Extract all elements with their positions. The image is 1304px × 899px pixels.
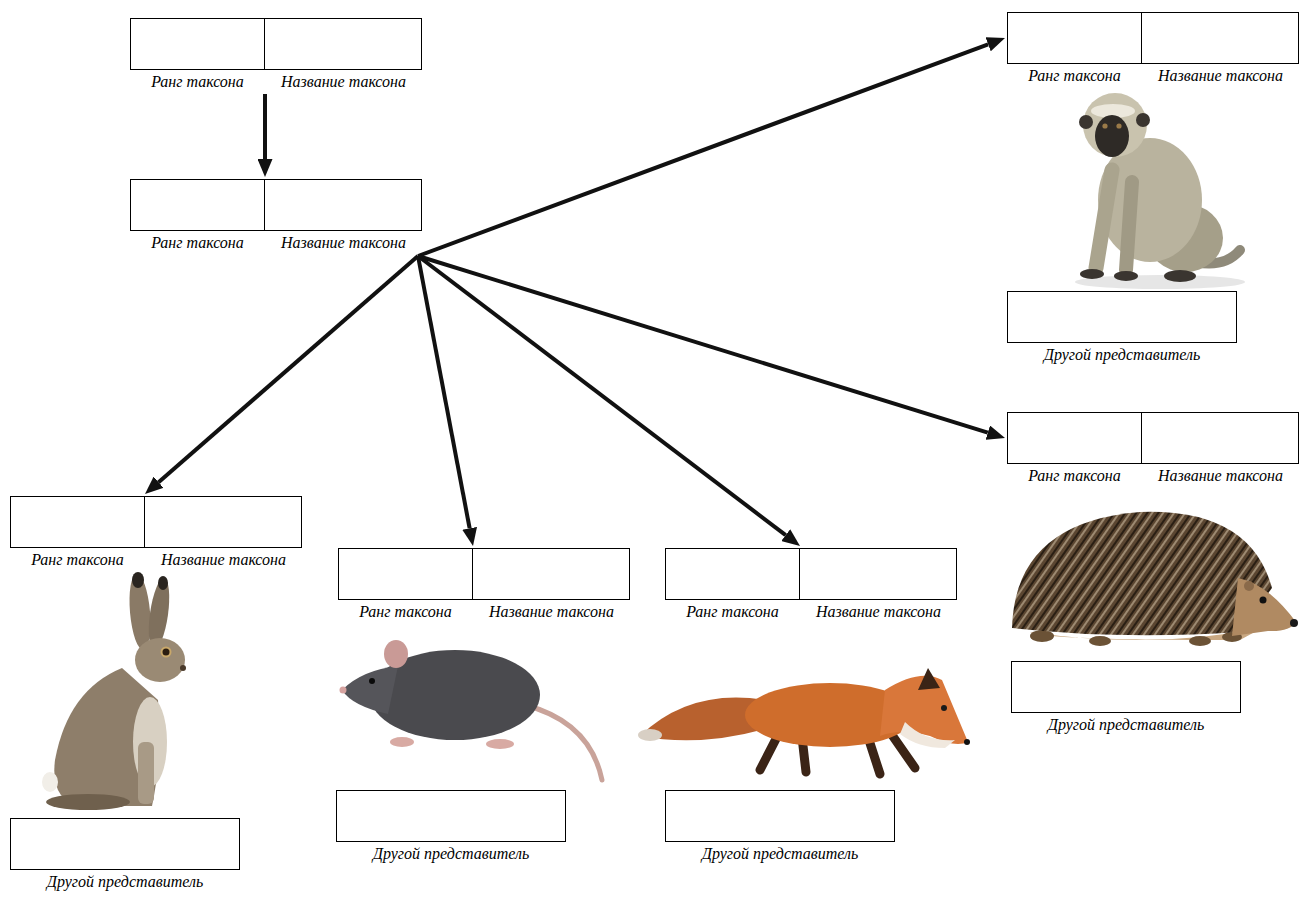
field-caption: Другой представитель — [1011, 716, 1241, 734]
field-caption: Ранг таксона — [130, 234, 265, 252]
field-caption: Название таксона — [265, 73, 422, 91]
arrow-connector — [418, 256, 470, 528]
answer-cell — [265, 179, 422, 231]
field-caption: Ранг таксона — [130, 73, 265, 91]
field-caption: Ранг таксона — [1007, 467, 1142, 485]
answer-cell — [10, 496, 145, 548]
answer-cell — [145, 496, 302, 548]
answer-cell — [665, 790, 895, 842]
answer-cell — [265, 18, 422, 70]
box-column: Название таксона — [265, 18, 422, 91]
answer-cell — [1007, 412, 1142, 464]
field-caption: Ранг таксона — [665, 603, 800, 621]
field-caption: Другой представитель — [665, 845, 895, 863]
box-column: Другой представитель — [336, 790, 566, 863]
answer-cell — [10, 818, 240, 870]
taxon-box: Ранг таксонаНазвание таксона — [1007, 12, 1299, 85]
field-caption: Другой представитель — [1007, 346, 1237, 364]
box-column: Название таксона — [145, 496, 302, 569]
answer-cell — [336, 790, 566, 842]
representative-box: Другой представитель — [1007, 291, 1237, 364]
answer-cell — [338, 548, 473, 600]
answer-cell — [1011, 661, 1241, 713]
hare-picture — [42, 572, 186, 810]
hedgehog-picture — [1012, 512, 1298, 646]
box-column: Другой представитель — [1007, 291, 1237, 364]
field-caption: Название таксона — [1142, 467, 1299, 485]
representative-box: Другой представитель — [1011, 661, 1241, 734]
answer-cell — [665, 548, 800, 600]
answer-cell — [130, 18, 265, 70]
arrow-connector — [418, 44, 988, 256]
answer-cell — [130, 179, 265, 231]
representative-box: Другой представитель — [665, 790, 895, 863]
taxon-box: Ранг таксонаНазвание таксона — [1007, 412, 1299, 485]
box-column: Другой представитель — [1011, 661, 1241, 734]
answer-cell — [473, 548, 630, 600]
arrow-connector — [418, 256, 988, 433]
field-caption: Название таксона — [800, 603, 957, 621]
arrow-connector — [263, 94, 267, 159]
field-caption: Другой представитель — [336, 845, 566, 863]
box-column: Ранг таксона — [10, 496, 145, 569]
taxon-box: Ранг таксонаНазвание таксона — [338, 548, 630, 621]
arrow-connector — [159, 256, 418, 482]
field-caption: Название таксона — [265, 234, 422, 252]
field-caption: Название таксона — [473, 603, 630, 621]
representative-box: Другой представитель — [10, 818, 240, 891]
field-caption: Название таксона — [1142, 67, 1299, 85]
box-column: Название таксона — [800, 548, 957, 621]
box-column: Название таксона — [473, 548, 630, 621]
answer-cell — [1007, 12, 1142, 64]
box-column: Ранг таксона — [338, 548, 473, 621]
answer-cell — [1142, 12, 1299, 64]
answer-cell — [800, 548, 957, 600]
field-caption: Название таксона — [145, 551, 302, 569]
box-column: Ранг таксона — [665, 548, 800, 621]
box-column: Название таксона — [1142, 12, 1299, 85]
box-column: Ранг таксона — [1007, 412, 1142, 485]
taxon-box: Ранг таксонаНазвание таксона — [665, 548, 957, 621]
taxon-box: Ранг таксонаНазвание таксона — [130, 18, 422, 91]
field-caption: Ранг таксона — [338, 603, 473, 621]
box-column: Другой представитель — [10, 818, 240, 891]
representative-box: Другой представитель — [336, 790, 566, 863]
box-column: Ранг таксона — [130, 179, 265, 252]
box-column: Название таксона — [265, 179, 422, 252]
fox-picture — [638, 668, 970, 774]
box-column: Ранг таксона — [1007, 12, 1142, 85]
arrow-connector — [418, 256, 786, 535]
box-column: Название таксона — [1142, 412, 1299, 485]
box-column: Ранг таксона — [130, 18, 265, 91]
field-caption: Ранг таксона — [10, 551, 145, 569]
answer-cell — [1007, 291, 1237, 343]
field-caption: Другой представитель — [10, 873, 240, 891]
taxon-box: Ранг таксонаНазвание таксона — [130, 179, 422, 252]
answer-cell — [1142, 412, 1299, 464]
field-caption: Ранг таксона — [1007, 67, 1142, 85]
rat-picture — [340, 640, 603, 780]
taxon-box: Ранг таксонаНазвание таксона — [10, 496, 302, 569]
box-column: Другой представитель — [665, 790, 895, 863]
monkey-picture — [1075, 93, 1245, 289]
